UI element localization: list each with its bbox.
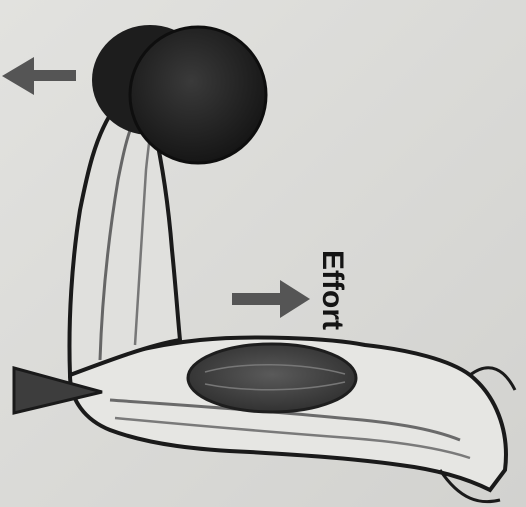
effort-label: Effort — [315, 250, 349, 330]
dumbbell-plate-front — [130, 27, 266, 163]
biceps-muscle — [188, 344, 356, 412]
